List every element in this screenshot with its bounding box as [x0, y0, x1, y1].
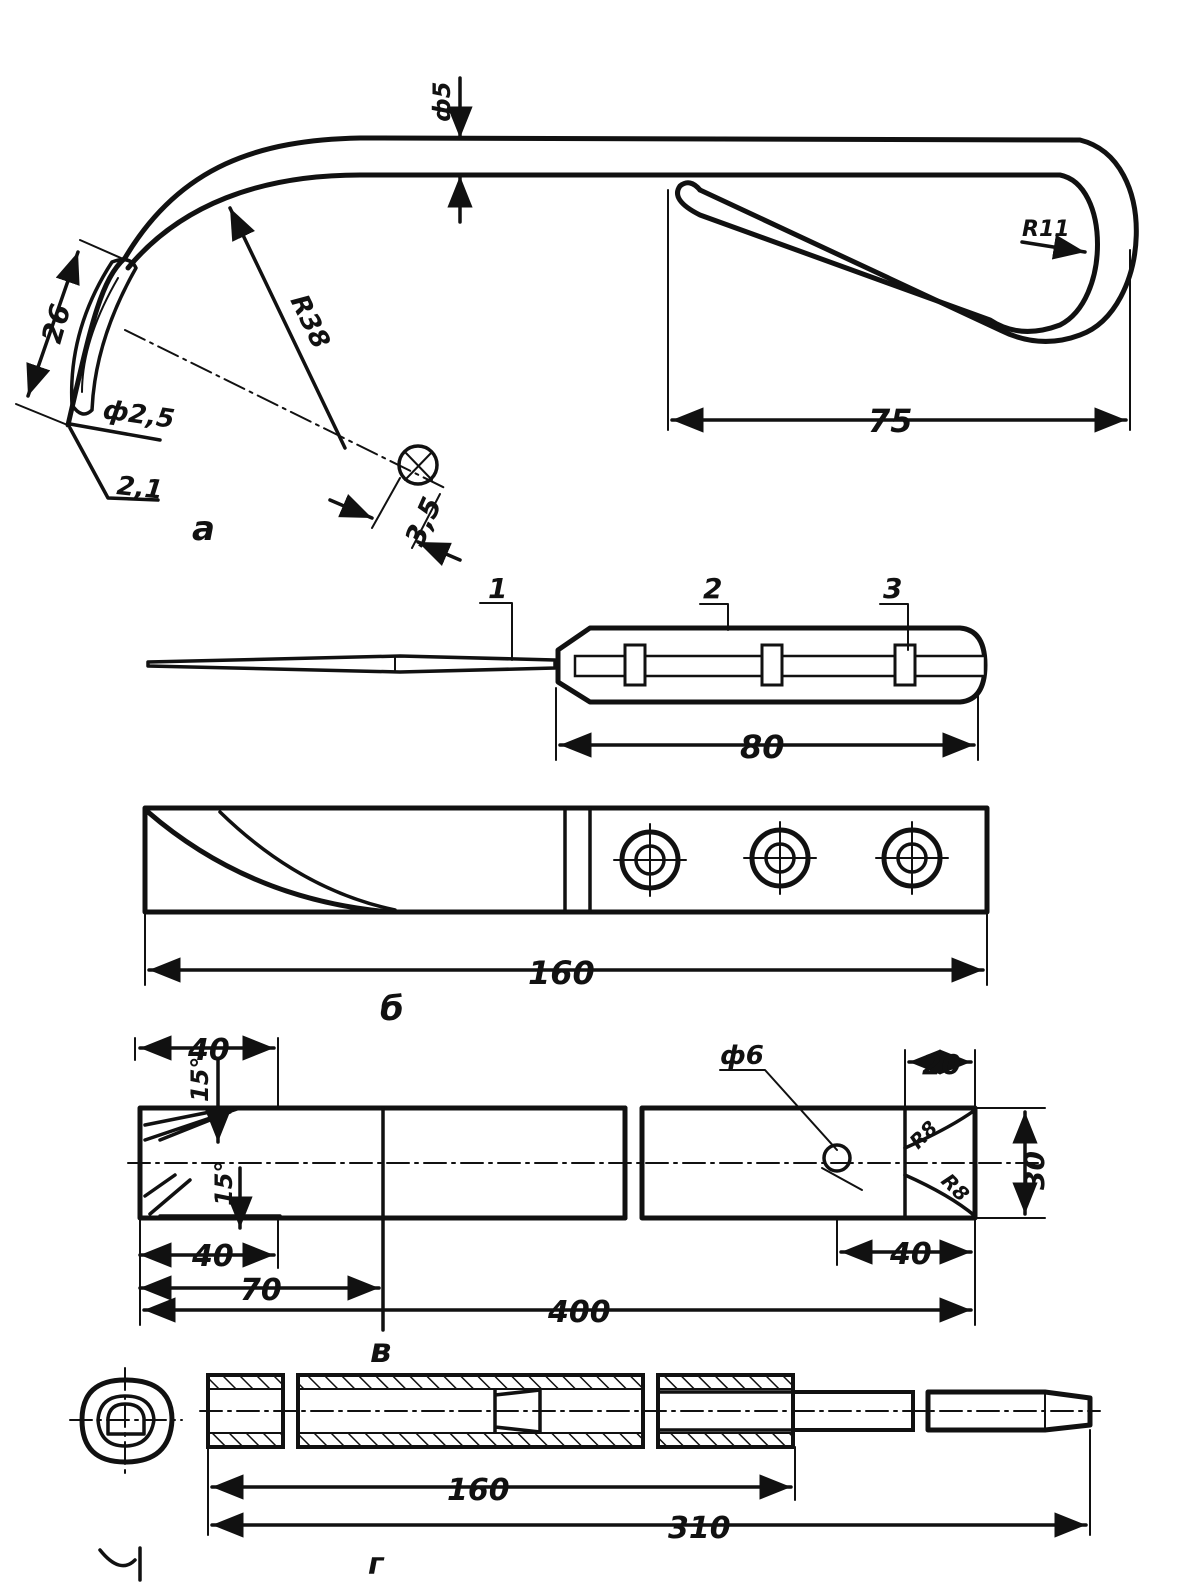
tube-cross-section	[69, 1367, 183, 1476]
dim-r11: R11	[1022, 217, 1070, 242]
handle-pin-2	[760, 643, 784, 687]
grip-slot-inner	[81, 277, 119, 393]
hook-inner-edge	[125, 172, 1100, 334]
figure-v-label: в	[370, 1331, 392, 1371]
figure-g-label: г	[368, 1547, 385, 1582]
dim-20: 20	[922, 1048, 961, 1081]
dim-26: 26	[35, 300, 77, 347]
dim-3-5: 3,5	[398, 492, 448, 551]
dim-30: 30	[1018, 1151, 1051, 1190]
dim-40c: 40	[889, 1237, 932, 1272]
figure-a-label: а	[192, 509, 215, 549]
dim-26-line	[26, 250, 80, 398]
dim-40b: 40	[191, 1239, 234, 1274]
figure-g-tube: 160 310 г	[69, 1367, 1101, 1582]
figure-b-awl: 1 2 3 80 160 б	[142, 572, 990, 1029]
rivet-2	[743, 821, 817, 895]
r38-radius-line	[228, 206, 347, 450]
dim-2-1: 2,1	[115, 471, 164, 506]
scan-mark	[98, 1546, 142, 1582]
dim-40a: 40	[187, 1033, 230, 1068]
dim-15deg-a: 15°	[186, 1057, 214, 1102]
hook-end-circle	[397, 444, 439, 486]
knife-blade	[142, 805, 990, 915]
dim-80: 80	[740, 728, 785, 766]
dim-70: 70	[240, 1273, 282, 1308]
grip-slot-outer	[69, 257, 138, 416]
callout-1: 1	[488, 572, 507, 605]
handle-pin-3	[893, 643, 917, 687]
dim-310: 310	[668, 1511, 731, 1546]
dim-r38: R38	[284, 290, 336, 354]
dim-r8b: R8	[936, 1169, 974, 1207]
hole-dia6	[822, 1143, 852, 1173]
dim-15deg-b: 15°	[210, 1161, 238, 1206]
awl-needle	[146, 654, 557, 674]
axis-line-a	[124, 329, 446, 489]
dim-75: 75	[868, 402, 913, 440]
rivet-1	[613, 823, 687, 897]
rivet-3	[875, 821, 949, 895]
figure-v-bar: 40 15° 15° 40 70 400 ф6 20 R8 R8 30 40 в	[127, 1033, 1051, 1371]
dim-160: 160	[528, 954, 595, 992]
hook-outer-edge	[65, 135, 1139, 428]
figure-b-label: б	[380, 989, 404, 1029]
dim-dia2-5: ф2,5	[101, 395, 176, 435]
dim-dia6: ф6	[720, 1041, 764, 1071]
dim-160g: 160	[447, 1473, 510, 1508]
dim-400: 400	[547, 1295, 611, 1330]
figure-a-hook: ф5 R11 R38 75 26 ф2,5 2,1 3,5 а	[15, 76, 1139, 566]
r11-leader	[1020, 234, 1087, 260]
callout-3: 3	[883, 572, 902, 605]
dim-r8a: R8	[905, 1116, 943, 1154]
handle-pin-1	[623, 643, 647, 687]
callout-2: 2	[703, 572, 722, 605]
dim-dia5: ф5	[428, 81, 456, 122]
